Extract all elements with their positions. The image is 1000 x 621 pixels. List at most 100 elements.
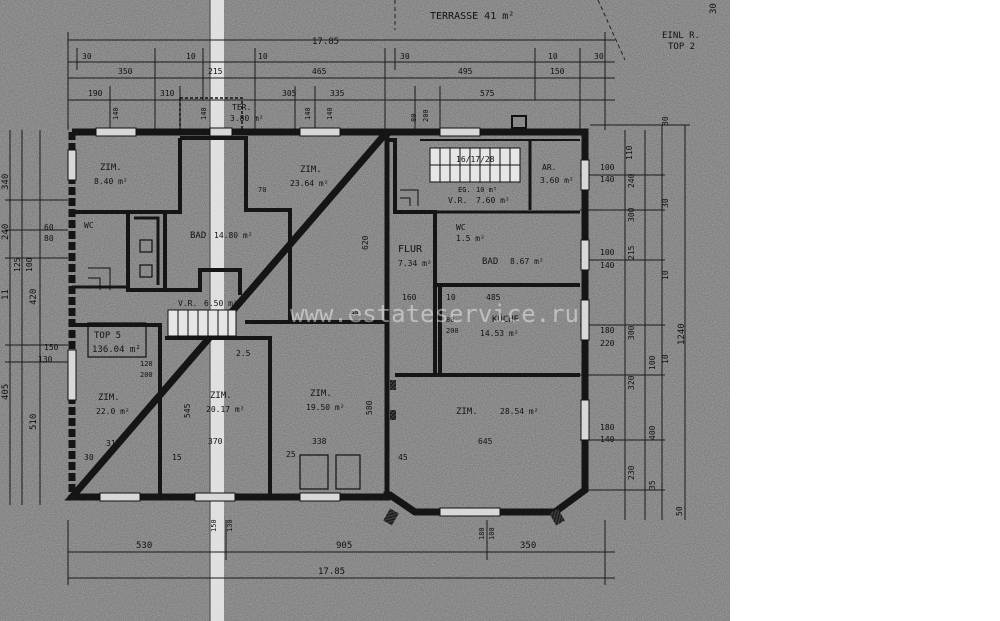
left-dimension-lines bbox=[5, 130, 68, 505]
room-area: 3.80 m² bbox=[230, 114, 264, 123]
inner-dim: 90 bbox=[350, 310, 358, 318]
bottom-near-dim: 100 bbox=[488, 527, 496, 540]
bottom-near-dim: 150 bbox=[210, 519, 218, 532]
bottom-near-dim: 130 bbox=[226, 519, 234, 532]
left-dim: 405 bbox=[1, 384, 11, 400]
right-inner-dim: 215 bbox=[627, 245, 636, 260]
right-inner-dim: 140 bbox=[600, 435, 615, 444]
right-inner-dim: 400 bbox=[648, 425, 657, 440]
room-name: KÜCHE bbox=[492, 314, 519, 325]
right-outer-dim: 110 bbox=[625, 145, 634, 160]
left-dim: 130 bbox=[38, 355, 53, 364]
left-dim: 125 bbox=[13, 257, 22, 272]
top-small-dim: 200 bbox=[422, 109, 430, 122]
terrace-label: TERRASSE 41 m² bbox=[430, 11, 514, 22]
unit-name: TOP 5 bbox=[94, 331, 121, 341]
room-area: 19.50 m² bbox=[306, 403, 345, 412]
room-area: 7.34 m² bbox=[398, 259, 432, 268]
bottom-dim-row1: 350 bbox=[520, 541, 536, 551]
room-area: 8.40 m² bbox=[94, 177, 128, 186]
inner-dim: 120 bbox=[140, 360, 153, 368]
right-inner-dim: 240 bbox=[627, 173, 636, 188]
inner-dim: 312 bbox=[106, 439, 121, 448]
top-dim-row2: 150 bbox=[550, 67, 565, 76]
plan-labels: TERRASSE 41 m² EINL R. TOP 2 30 17.85 30… bbox=[1, 3, 719, 577]
inner-dim: 2.5 bbox=[236, 349, 251, 358]
top-dimension-lines bbox=[67, 32, 615, 130]
right-inner-dim: 300 bbox=[627, 325, 636, 340]
unit-ref-line2: TOP 2 bbox=[668, 42, 695, 52]
inner-dim: 580 bbox=[365, 400, 374, 415]
right-inner-dim: 100 bbox=[648, 355, 657, 370]
right-outer-dim: 1240 bbox=[677, 323, 687, 345]
inner-dim: 545 bbox=[183, 403, 192, 418]
room-name: ZIM. bbox=[300, 165, 322, 175]
top-dim-row3: 335 bbox=[330, 89, 345, 98]
room-area: 1.5 m² bbox=[456, 234, 485, 243]
right-inner-dim: 140 bbox=[600, 175, 615, 184]
staircase-lower bbox=[167, 309, 237, 337]
room-area: 3.60 m² bbox=[540, 176, 574, 185]
top-dim-row1: 10 bbox=[258, 52, 268, 61]
room-name: ZIM. bbox=[98, 393, 120, 403]
inner-dim: 370 bbox=[208, 437, 223, 446]
inner-dim: 15 bbox=[172, 453, 182, 462]
inner-dim: 25 bbox=[286, 450, 296, 459]
right-inner-dim: 220 bbox=[600, 339, 615, 348]
room-area: 23.64 m² bbox=[290, 179, 329, 188]
top-dim-row2: 465 bbox=[312, 67, 327, 76]
corner-number: 30 bbox=[709, 3, 719, 14]
top-dim-row3: 305 bbox=[282, 89, 297, 98]
inner-dim: 620 bbox=[361, 235, 370, 250]
left-dim: 100 bbox=[25, 257, 34, 272]
inner-dim: 10 bbox=[446, 293, 456, 302]
inner-dim: 645 bbox=[478, 437, 493, 446]
left-dim: 80 bbox=[44, 234, 54, 243]
staircase-corner bbox=[88, 189, 419, 290]
floor-plan-sheet: TERRASSE 41 m² EINL R. TOP 2 30 17.85 30… bbox=[0, 0, 730, 621]
room-area: 14.80 m² bbox=[214, 231, 253, 240]
room-name: EG. bbox=[458, 186, 471, 194]
top-dim-row3: 190 bbox=[88, 89, 103, 98]
top-dim-row3: 575 bbox=[480, 89, 495, 98]
top-dim-row2: 350 bbox=[118, 67, 133, 76]
bottom-dim-row1: 530 bbox=[136, 541, 152, 551]
top-dim-row1: 30 bbox=[82, 52, 92, 61]
room-area: 10 m² bbox=[476, 186, 497, 194]
top-small-dim: 140 bbox=[200, 107, 208, 120]
top-small-dim: 140 bbox=[112, 107, 120, 120]
right-inner-dim: 180 bbox=[600, 326, 615, 335]
right-inner-dim: 320 bbox=[627, 375, 636, 390]
top-dim-row2: 495 bbox=[458, 67, 473, 76]
right-inner-dim: 35 bbox=[648, 480, 657, 490]
room-area: 14.53 m² bbox=[480, 329, 519, 338]
top-dim-row3: 310 bbox=[160, 89, 175, 98]
unit-area: 136.04 m² bbox=[92, 345, 141, 355]
room-name: V.R. bbox=[448, 196, 467, 205]
fixtures bbox=[139, 239, 361, 490]
left-dim: 420 bbox=[29, 289, 39, 305]
bottom-near-dim: 180 bbox=[478, 527, 486, 540]
inner-dim: 338 bbox=[312, 437, 327, 446]
right-outer-dim: 30 bbox=[661, 116, 670, 126]
top-dim-row1: 10 bbox=[548, 52, 558, 61]
right-outer-dim: 10 bbox=[661, 354, 670, 364]
inner-dim: 485 bbox=[486, 293, 501, 302]
right-outer-dim: 50 bbox=[675, 506, 684, 516]
room-name: V.R. bbox=[178, 299, 197, 308]
top-dim-row1: 10 bbox=[186, 52, 196, 61]
left-dim: 11 bbox=[1, 289, 11, 300]
inner-dim: 200 bbox=[446, 327, 459, 335]
unit-label-box bbox=[87, 322, 147, 358]
top-dim-row2: 215 bbox=[208, 67, 223, 76]
top-dim-row1: 30 bbox=[400, 52, 410, 61]
inner-dim: 70 bbox=[258, 186, 266, 194]
right-dimension-lines bbox=[580, 124, 690, 520]
bottom-dimension-lines bbox=[67, 520, 615, 585]
left-dim: 240 bbox=[1, 224, 11, 240]
room-area: 20.17 m² bbox=[206, 405, 245, 414]
room-name: AR. bbox=[542, 163, 556, 172]
room-area: 7.60 m² bbox=[476, 196, 510, 205]
column-markers bbox=[383, 380, 565, 526]
right-outer-dim: 10 bbox=[661, 270, 670, 280]
